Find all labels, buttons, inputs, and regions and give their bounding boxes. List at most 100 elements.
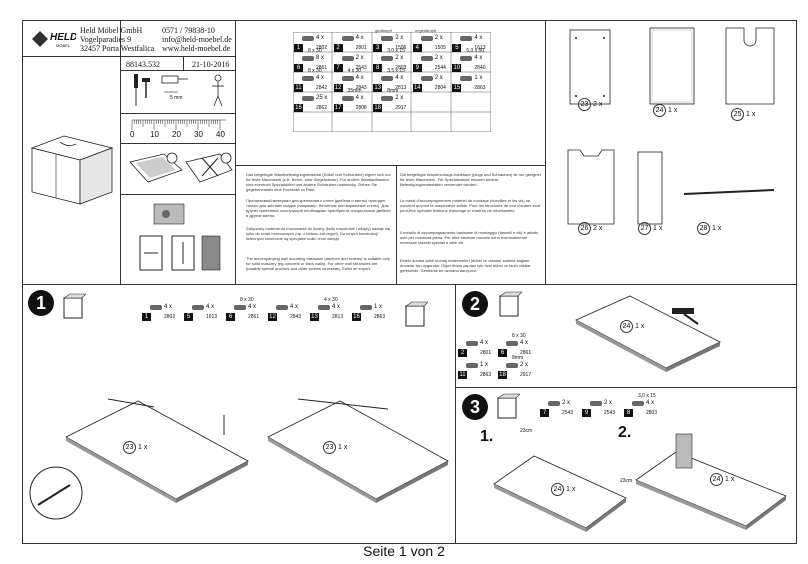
hardware-part-code: 1613 bbox=[474, 45, 486, 51]
bit-size-label: 5 mm bbox=[170, 95, 183, 101]
step-2-part-qty: 2 x bbox=[520, 362, 529, 368]
ruler-label-30: 30 bbox=[194, 130, 203, 139]
step-1-panel-num-left: 23 bbox=[123, 441, 136, 454]
hardware-part-size: 3,5 x 15 bbox=[387, 68, 405, 74]
screw-icon bbox=[548, 401, 560, 406]
step-2-part-qty: 1 x bbox=[480, 362, 489, 368]
step-3-sub-1: 1. bbox=[480, 428, 494, 445]
screw-icon bbox=[420, 36, 433, 41]
screw-icon bbox=[302, 96, 314, 101]
step-3-part-qty: 2 x bbox=[604, 400, 613, 406]
step-3-part-qty: 4 x bbox=[646, 400, 655, 406]
step-2-panel-qty: 1 x bbox=[635, 323, 645, 330]
hardware-part-qty: 4 x bbox=[474, 55, 483, 61]
divider-vertical-top bbox=[545, 20, 546, 284]
step-1-part-number: 6 bbox=[226, 313, 235, 321]
step-2-part-code: 2801 bbox=[480, 350, 492, 356]
screw-icon bbox=[302, 36, 314, 41]
step-2-part-code: 2863 bbox=[480, 372, 492, 378]
note-pl: Załączony materiał do mocowania do ścian… bbox=[246, 226, 391, 241]
panel-num-24: 24 bbox=[653, 104, 666, 117]
screw-icon bbox=[341, 36, 354, 41]
step-1-part-qty: 1 x bbox=[374, 304, 383, 310]
note-de-right: Die beigefügte Wandmontage-hardware (plu… bbox=[400, 172, 541, 187]
divider-vertical-bottom bbox=[455, 284, 456, 544]
step-1-part-code: 2802 bbox=[164, 314, 176, 320]
screw-icon bbox=[420, 56, 433, 61]
step-1-part-qty: 4 x bbox=[206, 304, 215, 310]
step-1-part-size: 8 x 30 bbox=[240, 297, 254, 303]
hardware-part-code: 2863 bbox=[474, 85, 486, 91]
panel-num-26: 26 bbox=[578, 222, 591, 235]
article-date: 21-10-2016 bbox=[192, 60, 230, 69]
step-1-part-qty: 4 x bbox=[332, 304, 341, 310]
ruler-divider bbox=[120, 143, 235, 144]
hardware-part-number: 9 bbox=[412, 64, 422, 72]
company-phone: 0571 / 79838-10 bbox=[162, 26, 215, 35]
note-ru: Прилагаемый материал для крепления к сте… bbox=[246, 198, 391, 218]
surface-care-illustration bbox=[124, 148, 234, 192]
hardware-part-qty: 2 x bbox=[355, 55, 364, 61]
screwdriver-icon bbox=[134, 74, 138, 106]
hardware-part-size: 35mm bbox=[347, 88, 362, 94]
smiley-sad-icon bbox=[220, 152, 232, 164]
step-1-part-size: 4 x 30 bbox=[324, 297, 338, 303]
company-address: Held Möbel GmbH Vogelparadies 9 32457 Po… bbox=[80, 26, 160, 53]
header-divider bbox=[22, 56, 235, 57]
drill-icon bbox=[161, 75, 188, 84]
step-3-panel-qty-1: 1 x bbox=[566, 486, 576, 493]
smiley-happy-icon bbox=[166, 152, 178, 164]
step-1-box-icon bbox=[60, 292, 87, 322]
brand-sub: MÖBEL bbox=[56, 43, 71, 48]
screw-icon bbox=[632, 401, 644, 406]
panel-27-shape bbox=[637, 151, 663, 225]
hardware-part-qty: 2 x bbox=[395, 95, 404, 101]
step-3-illustration bbox=[490, 418, 795, 538]
panel-num-23: 23 bbox=[578, 98, 591, 111]
step-3-part-code: 2543 bbox=[562, 410, 574, 416]
surface-divider bbox=[120, 194, 235, 195]
screw-icon bbox=[341, 76, 354, 81]
step-3-badge: 3 bbox=[462, 394, 488, 420]
hardware-part-number: 5 bbox=[452, 44, 462, 52]
company-city: 32457 Porta Westfalica bbox=[80, 44, 155, 53]
panel-28-shape bbox=[683, 189, 775, 195]
hardware-part-number: 11 bbox=[294, 84, 303, 92]
screw-icon bbox=[341, 96, 354, 101]
panel-num-28: 28 bbox=[697, 222, 710, 235]
step-2-part-qty: 4 x bbox=[480, 340, 489, 346]
panel-qty-25: 1 x bbox=[746, 111, 756, 118]
hardware-part-size: 4 x 30 bbox=[347, 68, 362, 74]
hardware-part-number: 3 bbox=[373, 44, 383, 52]
hardware-part-qty: 4 x bbox=[316, 75, 325, 81]
step-1-panel-right bbox=[267, 400, 449, 503]
step-2-part-qty: 4 x bbox=[520, 340, 529, 346]
screw-icon bbox=[360, 305, 372, 310]
step-3-part-number: 8 bbox=[624, 409, 633, 417]
hinge-note-damped: gedämpft bbox=[375, 28, 392, 33]
ruler bbox=[126, 118, 230, 132]
panel-num-27: 27 bbox=[638, 222, 651, 235]
screw-icon bbox=[381, 96, 394, 101]
note-fr: Le metal d'accompagnement matériel de mo… bbox=[400, 198, 541, 213]
hardware-part-qty: 2 x bbox=[395, 55, 404, 61]
screw-icon bbox=[420, 76, 433, 81]
step-3-part-number: 9 bbox=[582, 409, 591, 417]
